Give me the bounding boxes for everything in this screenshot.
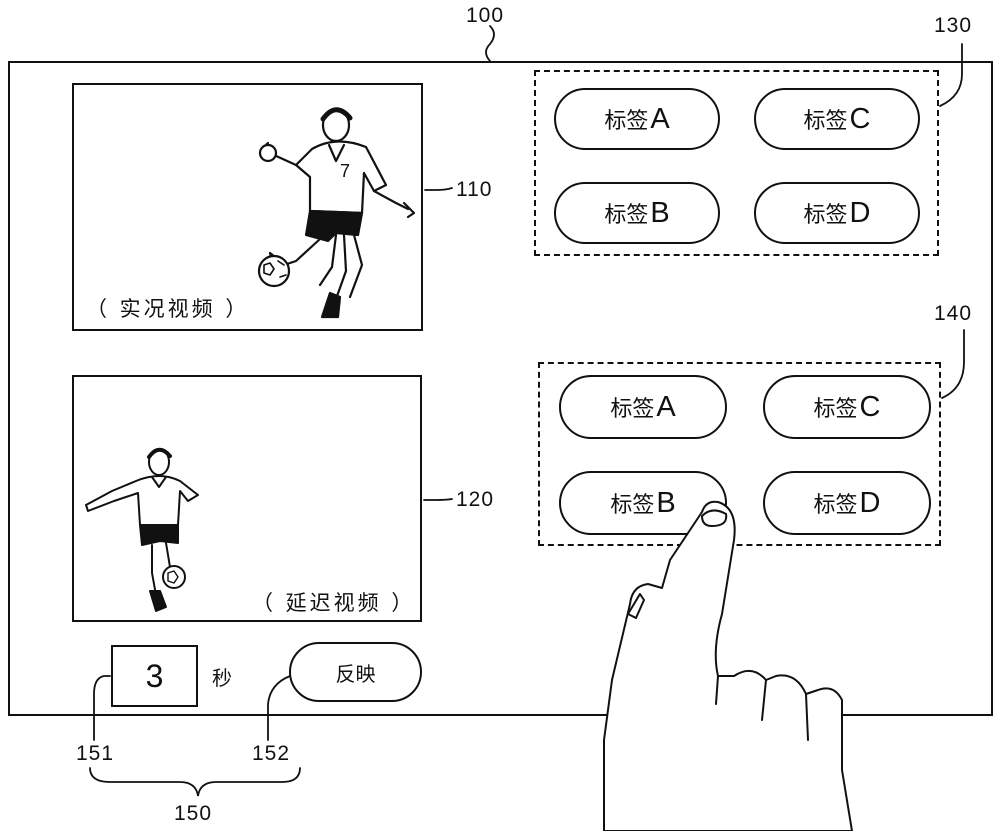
ref-label-seconds-field: 151 xyxy=(76,742,114,766)
ref-label-tag-group-lower: 140 xyxy=(934,302,972,326)
ref-label-operation-area: 150 xyxy=(174,802,212,826)
hand-icon xyxy=(604,502,852,831)
ref-label-delayed-video: 120 xyxy=(456,488,494,512)
ref-label-reflect-button: 152 xyxy=(252,742,290,766)
ref-label-device: 100 xyxy=(466,4,504,28)
ref-label-live-video: 110 xyxy=(456,178,492,202)
ref-label-tag-group-upper: 130 xyxy=(934,14,972,38)
